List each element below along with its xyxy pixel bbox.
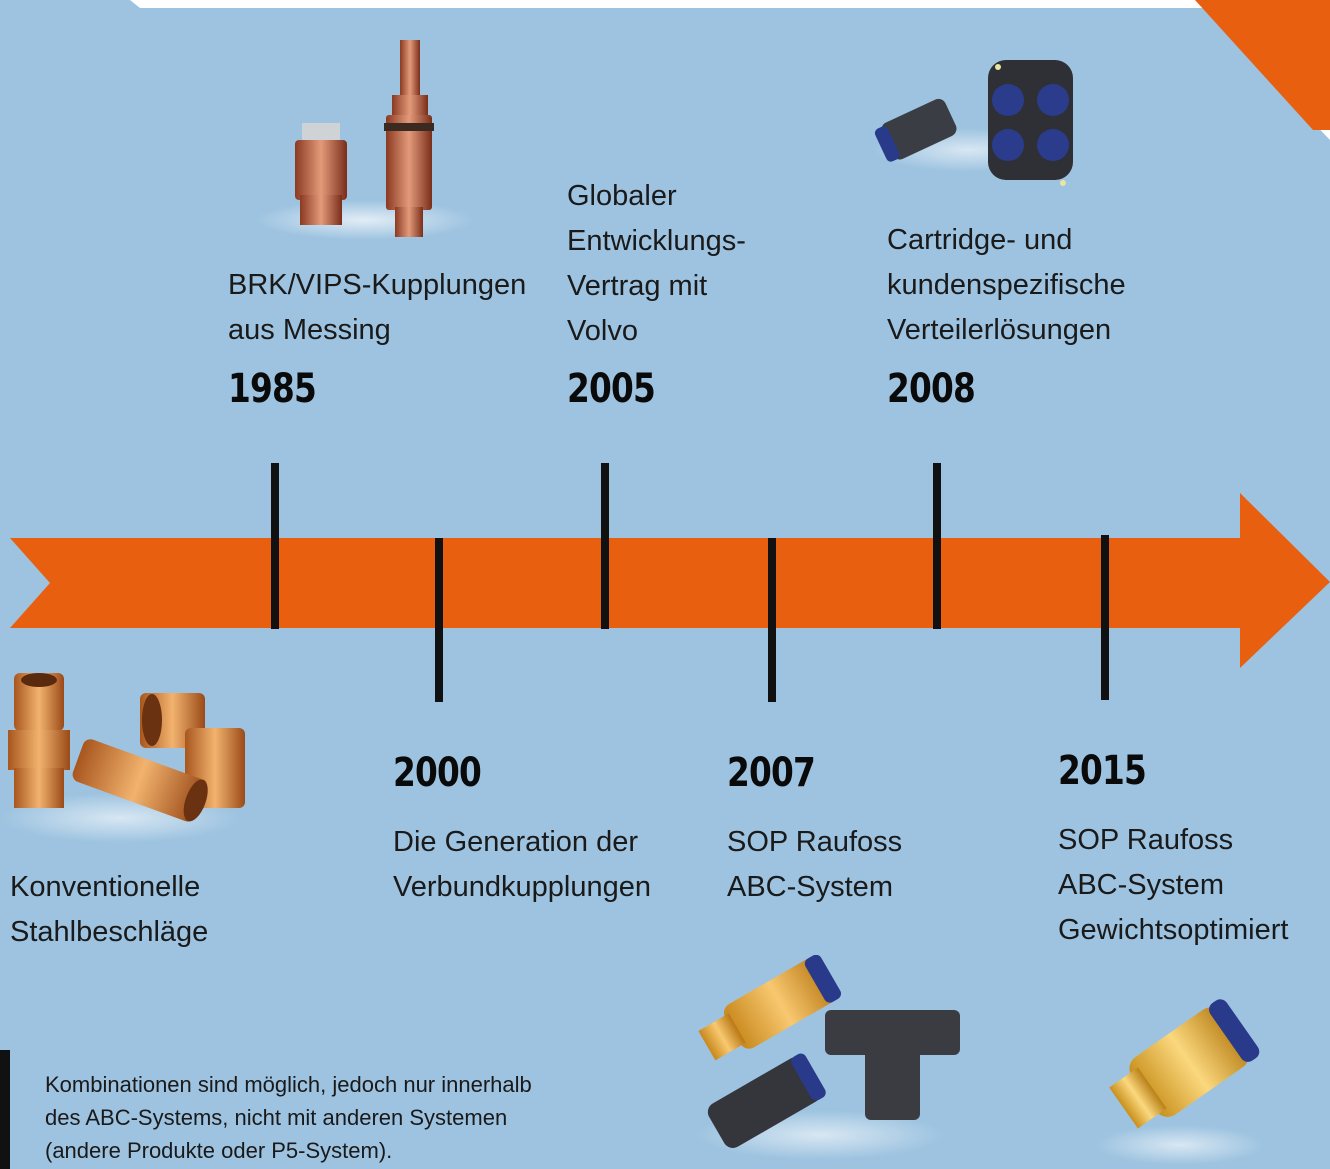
event-2005-line-3: Vertrag mit: [567, 270, 708, 302]
footnote-line-1: Kombinationen sind möglich, jedoch nur i…: [45, 1072, 532, 1097]
event-2005-text: Globaler Entwicklungs- Vertrag mit Volvo: [567, 174, 746, 354]
event-2015-line-1: SOP Raufoss: [1058, 824, 1234, 856]
event-2007-text: SOP Raufoss ABC-System: [727, 820, 902, 910]
footnote: Kombinationen sind möglich, jedoch nur i…: [45, 1068, 532, 1167]
event-1985-line-1: BRK/VIPS-Kupplungen: [228, 269, 527, 301]
event-2005-line-1: Globaler: [567, 180, 677, 212]
tick-2008: [933, 463, 941, 629]
event-2007-year: 2007: [727, 750, 816, 796]
left-edge-bar: [0, 1050, 10, 1169]
event-1985-year: 1985: [228, 366, 317, 412]
intro-line-1: Konventionelle: [10, 871, 201, 903]
event-2008-line-2: kundenspezifische: [887, 269, 1126, 301]
tick-2005: [601, 463, 609, 629]
footnote-line-3: (andere Produkte oder P5-System).: [45, 1138, 393, 1163]
top-white-banner: [130, 0, 1210, 8]
event-2015-text: SOP Raufoss ABC-System Gewichtsoptimiert: [1058, 818, 1288, 953]
footnote-line-2: des ABC-Systems, nicht mit anderen Syste…: [45, 1105, 508, 1130]
event-2008-year: 2008: [887, 366, 976, 412]
abc-system-parts-photo: [695, 955, 960, 1160]
event-2005-line-4: Volvo: [567, 315, 638, 347]
cartridge-manifold-photo: [873, 60, 1073, 186]
brass-couplings-photo: [255, 40, 475, 240]
weight-optimized-coupling-photo: [1095, 999, 1265, 1165]
event-2000-line-2: Verbundkupplungen: [393, 871, 652, 903]
event-2007-line-1: SOP Raufoss: [727, 826, 903, 858]
event-2008-text: Cartridge- und kundenspezifische Verteil…: [887, 218, 1126, 353]
intro-line-2: Stahlbeschläge: [10, 916, 209, 948]
intro-text: Konventionelle Stahlbeschläge: [10, 865, 208, 955]
event-1985-line-2: aus Messing: [228, 314, 391, 346]
event-2000-year: 2000: [393, 750, 482, 796]
event-2015-line-2: ABC-System: [1058, 869, 1224, 901]
event-1985-text: BRK/VIPS-Kupplungen aus Messing: [228, 263, 526, 353]
event-2005-line-2: Entwicklungs-: [567, 225, 746, 257]
event-2000-text: Die Generation der Verbundkupplungen: [393, 820, 651, 910]
event-2008-line-3: Verteilerlösungen: [887, 314, 1112, 346]
timeline-arrow: [10, 493, 1330, 668]
event-2000-line-1: Die Generation der: [393, 826, 639, 858]
tick-2000: [435, 538, 443, 702]
event-2015-year: 2015: [1058, 748, 1147, 794]
steel-fittings-photo: [0, 673, 245, 843]
tick-2015: [1101, 535, 1109, 700]
tick-2007: [768, 538, 776, 702]
corner-decoration: [1195, 0, 1330, 140]
event-2015-line-3: Gewichtsoptimiert: [1058, 914, 1289, 946]
tick-1985: [271, 463, 279, 629]
event-2007-line-2: ABC-System: [727, 871, 893, 903]
event-2005-year: 2005: [567, 366, 656, 412]
event-2008-line-1: Cartridge- und: [887, 224, 1073, 256]
